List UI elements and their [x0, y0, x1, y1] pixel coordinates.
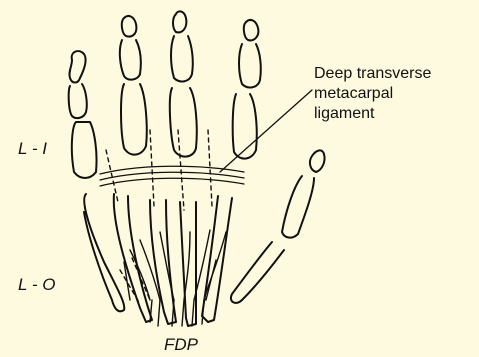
label-lumbrical-interosseous: L - I — [18, 140, 47, 157]
ligament-label-line3: ligament — [314, 104, 474, 124]
little-metacarpal — [84, 194, 124, 311]
middle-finger-bones — [170, 11, 197, 156]
label-fdp: FDP — [164, 336, 198, 353]
index-finger-bones — [233, 20, 261, 159]
ligament-label-line1: Deep transverse — [314, 64, 474, 84]
ligament-label: Deep transverse metacarpal ligament — [314, 64, 474, 124]
ring-finger-bones — [120, 16, 147, 155]
little-finger-bones — [69, 51, 97, 178]
thumb-bones — [231, 150, 325, 303]
label-lumbrical-origin: L - O — [18, 276, 55, 293]
ligament-label-line2: metacarpal — [314, 84, 474, 104]
